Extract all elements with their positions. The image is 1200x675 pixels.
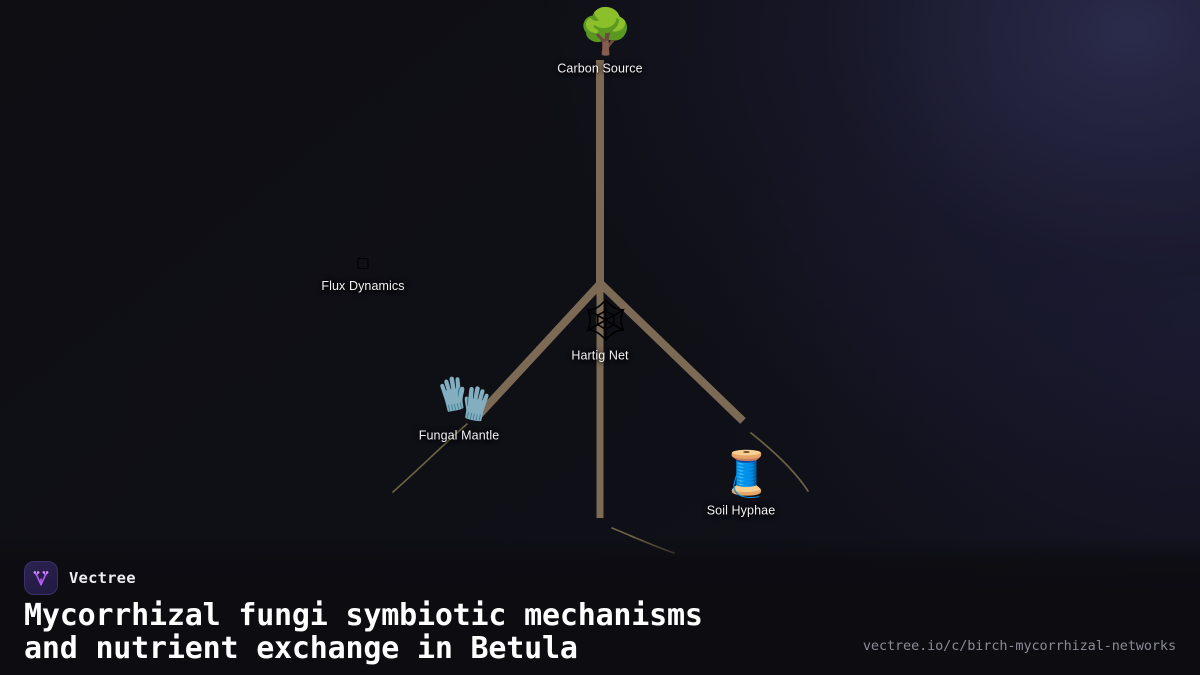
footer-bar: Vectree Mycorrhizal fungi symbiotic mech… bbox=[0, 537, 1200, 675]
page-title-line-2: and nutrient exchange in Betula bbox=[24, 631, 578, 666]
logo-glyph bbox=[33, 571, 49, 586]
footer-url: vectree.io/c/birch-mycorrhizal-networks bbox=[862, 638, 1176, 654]
graph-edge-hypha-left bbox=[392, 423, 468, 493]
branch-layer bbox=[474, 60, 746, 518]
graph-node-label-soil-hyphae: Soil Hyphae bbox=[706, 503, 776, 518]
graph-edge-hypha-right bbox=[750, 432, 809, 492]
gloves-emoji: 🧤 bbox=[436, 373, 492, 425]
graph-node-hartig-net[interactable]: 🕸 Hartig Net bbox=[571, 295, 633, 363]
brand-name: Vectree bbox=[69, 569, 136, 587]
graph-node-fungal-mantle[interactable]: 🧤 Fungal Mantle bbox=[418, 373, 500, 443]
tree-emoji: 🌳 bbox=[577, 6, 633, 58]
page-title: Mycorrhizal fungi symbiotic mechanisms a… bbox=[24, 599, 854, 665]
graph-node-soil-hyphae[interactable]: 🧵 Soil Hyphae bbox=[706, 448, 776, 518]
graph-node-label-fungal-mantle: Fungal Mantle bbox=[418, 428, 500, 443]
graph-edge-branch-right bbox=[598, 281, 746, 424]
graph-edge-branch-left bbox=[474, 281, 603, 420]
graph-node-flux-dynamics[interactable]: ◻ Flux Dynamics bbox=[321, 253, 405, 294]
graph-node-label-carbon-source: Carbon Source bbox=[557, 61, 643, 76]
vectree-branch-mark-icon bbox=[24, 561, 58, 595]
thread-spool-emoji: 🧵 bbox=[718, 448, 774, 500]
brand-row: Vectree bbox=[24, 561, 136, 595]
graph-node-label-flux-dynamics: Flux Dynamics bbox=[321, 279, 405, 293]
spider-web-emoji: 🕸 bbox=[579, 295, 633, 345]
square-box-glyph: ◻ bbox=[355, 253, 371, 273]
graph-node-carbon-source[interactable]: 🌳 Carbon Source bbox=[557, 6, 643, 76]
graph-node-label-hartig-net: Hartig Net bbox=[571, 348, 629, 363]
page-title-line-1: Mycorrhizal fungi symbiotic mechanisms bbox=[24, 598, 703, 633]
